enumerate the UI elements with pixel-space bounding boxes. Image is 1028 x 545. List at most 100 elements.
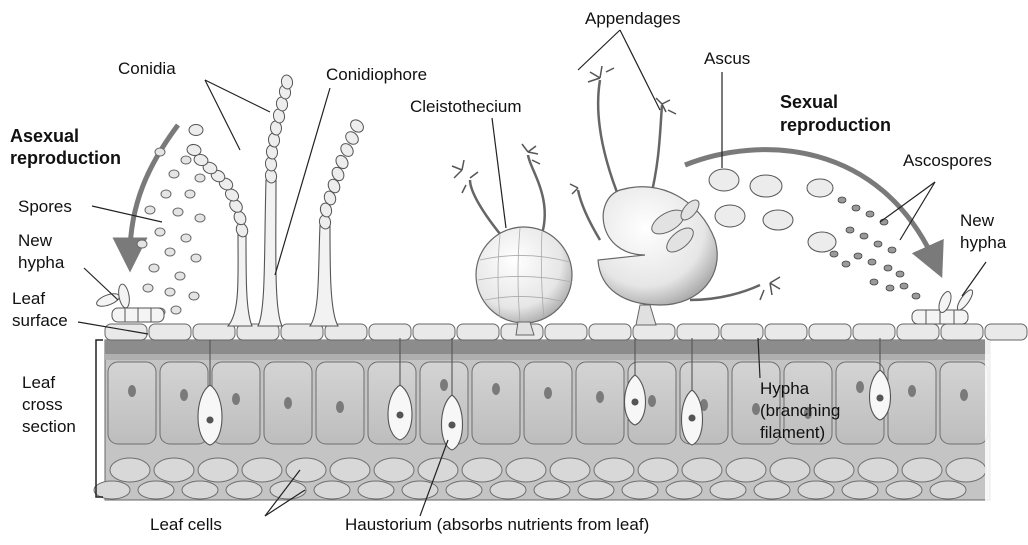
palisade-cell [940,362,988,444]
label-new-hypha-right-2: hypha [960,233,1007,252]
epidermis-cell [413,324,455,340]
epidermis-cell [985,324,1027,340]
label-asexual-2: reproduction [10,148,121,168]
spongy-cell [622,481,658,499]
cell-nucleus [492,383,500,395]
cell-nucleus [856,381,864,393]
label-leaf-cross-1: Leaf [22,373,55,392]
label-new-hypha-right-1: New [960,211,995,230]
label-hypha-2: (branching [760,401,840,420]
spongy-cell [798,481,834,499]
label-appendages: Appendages [585,9,680,28]
palisade-cells [108,362,988,444]
palisade-cell [888,362,936,444]
cell-nucleus [128,385,136,397]
ascospore [870,279,878,285]
new-hypha-left [95,283,164,322]
conidium-spore [189,292,199,300]
cell-nucleus [908,385,916,397]
cleistothecium [452,144,572,335]
new-hypha-right [912,288,975,324]
conidium-spore [185,190,195,198]
label-haustorium: Haustorium (absorbs nutrients from leaf) [345,515,649,534]
spongy-cell [754,481,790,499]
conidium-spore [175,272,185,280]
conidium-spore [137,240,147,248]
label-sexual-2: reproduction [780,115,891,135]
epidermis-cell [633,324,675,340]
spongy-cell [286,458,326,482]
conidium-spore [161,190,171,198]
conidium-spore [165,248,175,256]
ascospore [860,233,868,239]
conidium-spore [155,228,165,236]
spongy-cell [726,458,766,482]
conidium-spore [155,148,165,156]
spongy-cell [886,481,922,499]
label-leaf-surface-2: surface [12,311,68,330]
cell-nucleus [596,391,604,403]
spongy-cell [110,458,150,482]
epidermis-cell [897,324,939,340]
palisade-cell [524,362,572,444]
palisade-cell [472,362,520,444]
ascospore [852,205,860,211]
ascospore [830,251,838,257]
cell-nucleus [180,389,188,401]
epidermis-cell [149,324,191,340]
conidium-spore [149,264,159,272]
spongy-cell [182,481,218,499]
conidium-spore [145,206,155,214]
spongy-cell [534,481,570,499]
spongy-cell [226,481,262,499]
ascospore [874,241,882,247]
spongy-cell [418,458,458,482]
ascospore [868,259,876,265]
spongy-cell [578,481,614,499]
asci [709,169,836,252]
label-spores: Spores [18,197,72,216]
spongy-cell [314,481,350,499]
conidium-spore [165,288,175,296]
spongy-cell [154,458,194,482]
label-sexual-1: Sexual [780,92,838,112]
spongy-cell [842,481,878,499]
epidermis-cell [105,324,147,340]
asexual-arrow [130,125,178,255]
cell-nucleus [648,395,656,407]
cell-nucleus [752,403,760,415]
conidium-spore [195,174,205,182]
spongy-cell [198,458,238,482]
cell-nucleus [440,379,448,391]
ascospore [886,285,894,291]
spongy-cell [550,458,590,482]
palisade-cell [108,362,156,444]
spongy-cell [930,481,966,499]
ascospore [900,283,908,289]
ascospore [846,227,854,233]
spongy-cell [902,458,942,482]
label-leaf-surface-1: Leaf [12,289,45,308]
spongy-cell [330,458,370,482]
leaf-section-bracket [96,340,103,497]
spongy-cell [638,458,678,482]
ascospore [880,219,888,225]
ascospore [888,247,896,253]
conidium-spore [191,254,201,262]
ascospore [854,253,862,259]
cell-nucleus [960,389,968,401]
spongy-cell [946,458,986,482]
spongy-cell [710,481,746,499]
label-conidiophore: Conidiophore [326,65,427,84]
epidermis-cell [721,324,763,340]
label-hypha-3: filament) [760,423,825,442]
epidermis-cell [677,324,719,340]
spongy-cell [270,481,306,499]
cell-nucleus [284,397,292,409]
ascospore [866,211,874,217]
epidermis-cell [809,324,851,340]
spongy-cell [358,481,394,499]
spongy-cell [402,481,438,499]
conidiophores [228,180,338,326]
